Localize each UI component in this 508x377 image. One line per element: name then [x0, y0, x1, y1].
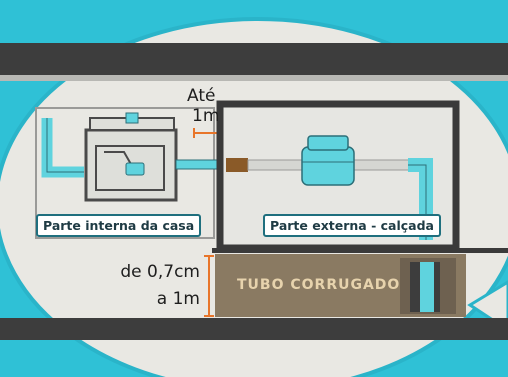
- float-valve: [125, 162, 145, 176]
- top-wall-stripe: [0, 75, 508, 81]
- tube-riser: [420, 262, 434, 312]
- pipe-fitting: [226, 158, 248, 172]
- label-depth-line2: a 1m: [156, 289, 200, 309]
- depth-marker: [204, 255, 214, 317]
- label-one-meter: 1m: [192, 106, 220, 126]
- label-external: Parte externa - calçada: [263, 214, 441, 237]
- internal-area-outline: [35, 107, 215, 239]
- water-meter-top: [307, 135, 349, 151]
- label-internal: Parte interna da casa: [36, 214, 202, 237]
- float-valve-arm: [104, 151, 133, 167]
- label-tube: TUBO CORRUGADO: [237, 277, 401, 293]
- label-depth-line1: de 0,7cm: [120, 262, 200, 282]
- top-wall-band: [0, 43, 508, 75]
- water-box-inner: [95, 145, 165, 191]
- water-box-cap: [125, 112, 139, 124]
- water-meter-body: [301, 146, 355, 186]
- ground-line: [212, 248, 508, 253]
- internal-pipe-edge: [46, 118, 84, 173]
- label-ate: Até: [187, 86, 216, 106]
- bottom-band: [0, 318, 508, 340]
